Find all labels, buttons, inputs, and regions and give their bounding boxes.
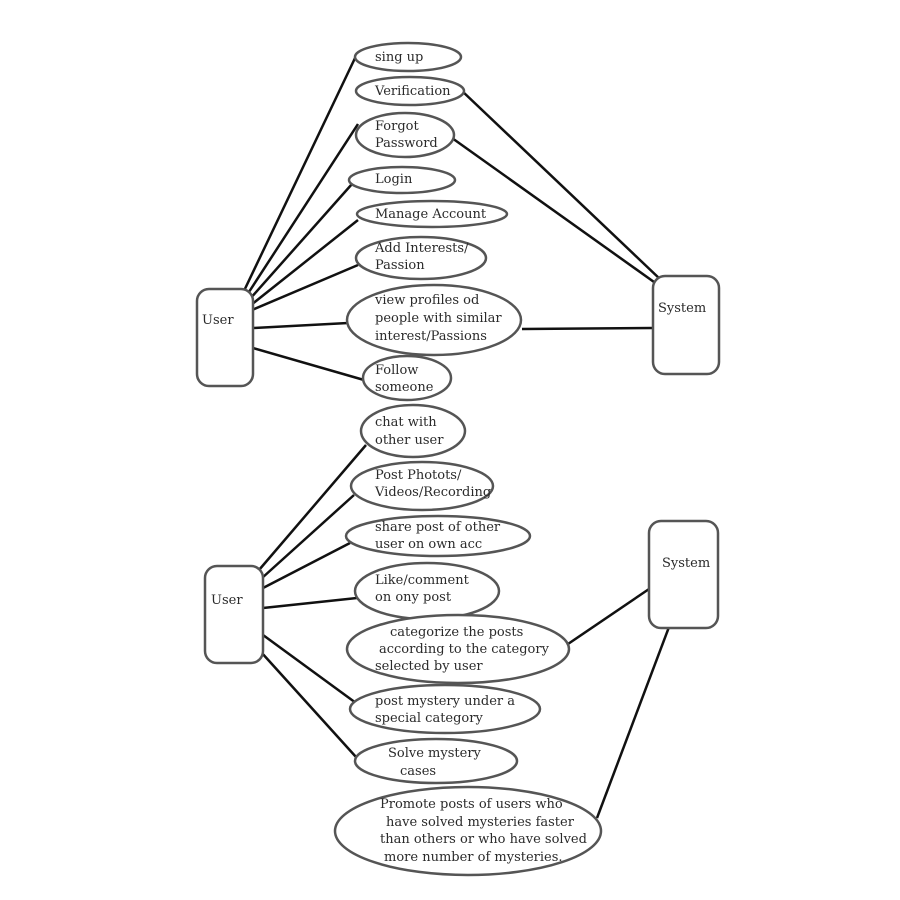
use-case-ellipse xyxy=(353,737,519,785)
use-case-login: Login xyxy=(347,165,457,195)
link-system-categorize xyxy=(567,585,653,646)
use-case-ellipse xyxy=(354,111,456,159)
link-user-follow xyxy=(252,346,365,382)
link-user-login xyxy=(248,183,353,301)
use-case-label-line-2: user on own acc xyxy=(375,537,482,552)
link-user-solve xyxy=(260,651,357,758)
actor-label: System xyxy=(662,556,710,571)
actor-label: System xyxy=(658,301,706,316)
use-case-ellipse xyxy=(345,613,571,685)
use-case-label-line-1: Follow xyxy=(375,363,418,378)
link-user-profiles xyxy=(252,321,349,330)
use-case-label-line-1: Promote posts of users who xyxy=(380,797,563,812)
link-user-manage xyxy=(250,219,359,306)
use-case-ellipse xyxy=(354,75,466,107)
use-case-label-line-1: Like/comment xyxy=(375,573,470,588)
use-case-ellipse xyxy=(361,354,453,402)
use-case-label-line-2: someone xyxy=(375,380,434,395)
use-case-forgot-password: Forgot Password xyxy=(354,111,456,159)
use-case-label-line-1: Post Photots/ xyxy=(375,468,462,483)
link-system-verification xyxy=(460,89,662,281)
actor-box xyxy=(651,274,721,376)
use-case-label: Manage Account xyxy=(375,207,487,222)
use-case-solve-mystery: Solve mystery cases xyxy=(353,737,519,785)
actor-system-bottom: System xyxy=(647,519,720,630)
use-case-label-line-2: Videos/Recording xyxy=(374,485,491,500)
use-case-label-line-2: people with similar xyxy=(375,311,502,326)
use-case-verification: Verification xyxy=(354,75,466,107)
link-user-share xyxy=(262,541,351,590)
use-case-label-line-2: Password xyxy=(375,136,438,151)
actor-user-top: User xyxy=(195,287,255,388)
use-case-label-line-1: Solve mystery xyxy=(388,746,482,761)
use-case-ellipse xyxy=(344,514,532,558)
use-case-ellipse xyxy=(333,785,603,877)
actor-label: User xyxy=(202,313,234,328)
link-system-promote xyxy=(595,626,671,819)
use-case-ellipse xyxy=(359,403,467,459)
link-user-post-photos xyxy=(261,494,355,579)
actor-label: User xyxy=(211,593,243,608)
use-case-label: sing up xyxy=(375,50,423,65)
use-case-label-line-1: share post of other xyxy=(375,520,501,535)
use-case-label-line-3: than others or who have solved xyxy=(380,832,587,847)
link-user-interests xyxy=(251,263,359,312)
use-case-ellipse xyxy=(353,41,463,73)
use-case-label-line-2: have solved mysteries faster xyxy=(386,815,575,830)
use-case-label-line-1: categorize the posts xyxy=(390,625,523,640)
actor-box xyxy=(195,287,255,388)
use-case-label: Verification xyxy=(374,84,451,99)
use-case-label-line-2: cases xyxy=(400,764,436,779)
use-case-label-line-4: more number of mysteries. xyxy=(384,850,563,865)
link-user-forgot xyxy=(245,123,360,296)
use-case-ellipse xyxy=(355,199,509,229)
use-case-label-line-2: according to the category xyxy=(379,642,550,657)
use-case-chat: chat with other user xyxy=(359,403,467,459)
link-user-like xyxy=(262,596,358,610)
use-case-sign-up: sing up xyxy=(353,41,463,73)
actor-user-bottom: User xyxy=(203,564,265,665)
use-case-label: Login xyxy=(375,172,413,187)
actor-system-top: System xyxy=(651,274,721,376)
use-case-ellipse xyxy=(348,683,542,735)
use-case-manage-account: Manage Account xyxy=(355,199,509,229)
link-user-signup xyxy=(241,55,358,294)
use-case-label-line-1: Forgot xyxy=(375,119,419,134)
use-case-ellipse xyxy=(345,283,523,357)
actor-box xyxy=(203,564,265,665)
use-case-ellipse xyxy=(349,460,495,512)
actor-box xyxy=(647,519,720,630)
use-case-label-line-1: view profiles od xyxy=(374,293,479,308)
use-case-follow: Follow someone xyxy=(361,354,453,402)
use-case-ellipse xyxy=(354,235,488,281)
use-case-label-line-2: on ony post xyxy=(375,590,452,605)
use-case-label-line-2: special category xyxy=(375,711,483,726)
use-case-label-line-3: interest/Passions xyxy=(375,329,487,344)
use-case-post-mystery: post mystery under a special category xyxy=(348,683,542,735)
use-case-like-comment: Like/comment on ony post xyxy=(353,561,501,621)
link-user-chat xyxy=(258,444,367,571)
use-case-post-photos: Post Photots/ Videos/Recording xyxy=(349,460,495,512)
use-case-label-line-2: Passion xyxy=(375,258,425,273)
use-case-label-line-1: chat with xyxy=(375,415,437,430)
use-case-label-line-2: other user xyxy=(375,433,444,448)
link-system-forgot xyxy=(451,136,655,284)
use-case-ellipse xyxy=(347,165,457,195)
use-case-add-interests: Add Interests/ Passion xyxy=(354,235,488,281)
use-case-label-line-1: post mystery under a xyxy=(375,694,515,709)
use-case-label-line-1: Add Interests/ xyxy=(374,241,469,256)
use-case-view-profiles: view profiles od people with similar int… xyxy=(345,283,523,357)
use-case-categorize: categorize the posts according to the ca… xyxy=(345,613,571,685)
use-case-share-post: share post of other user on own acc xyxy=(344,514,532,558)
use-case-label-line-3: selected by user xyxy=(375,659,483,674)
use-case-promote-posts: Promote posts of users who have solved m… xyxy=(333,785,603,877)
link-user-post-mystery xyxy=(262,633,357,705)
link-system-profiles xyxy=(521,326,654,331)
connectors xyxy=(241,55,671,819)
